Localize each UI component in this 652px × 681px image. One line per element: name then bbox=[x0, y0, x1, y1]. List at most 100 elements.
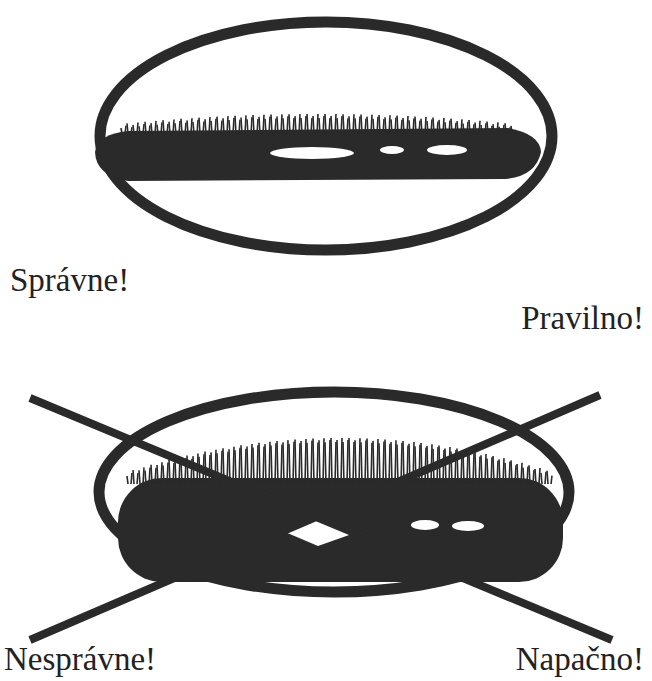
bristle bbox=[449, 120, 450, 134]
bristle bbox=[251, 117, 252, 134]
bristle bbox=[283, 442, 284, 484]
bristle bbox=[377, 439, 378, 484]
bristle bbox=[253, 115, 254, 134]
bristle bbox=[179, 121, 180, 134]
bristle bbox=[281, 114, 282, 134]
highlight bbox=[411, 520, 439, 530]
bristle bbox=[143, 467, 144, 484]
bristle bbox=[125, 126, 126, 134]
bristle bbox=[217, 117, 218, 134]
bristle bbox=[319, 440, 320, 484]
bristle bbox=[325, 442, 326, 484]
bristle bbox=[241, 118, 242, 134]
bristle bbox=[265, 444, 266, 484]
bristle bbox=[169, 460, 170, 484]
bristle bbox=[191, 118, 192, 134]
bristle bbox=[269, 442, 270, 484]
bristle bbox=[401, 120, 402, 134]
bristle bbox=[139, 470, 140, 484]
bristle bbox=[433, 118, 434, 134]
bristle bbox=[301, 118, 302, 134]
bristle bbox=[281, 445, 282, 484]
bristle bbox=[131, 473, 132, 484]
bristle bbox=[245, 449, 246, 484]
bristle bbox=[283, 118, 284, 134]
bristle bbox=[149, 125, 150, 134]
bristle bbox=[365, 119, 366, 134]
bristle bbox=[253, 448, 254, 484]
bristle bbox=[329, 440, 330, 484]
bristle bbox=[167, 124, 168, 134]
bristle bbox=[323, 438, 324, 484]
slovak-label: Nesprávne! bbox=[4, 641, 156, 677]
bristle bbox=[385, 440, 386, 484]
bristle bbox=[421, 443, 422, 484]
bristle bbox=[259, 443, 260, 484]
bristle bbox=[551, 476, 552, 484]
bristle bbox=[425, 117, 426, 134]
bristle bbox=[439, 120, 440, 134]
bristle bbox=[151, 465, 152, 484]
bristle bbox=[277, 441, 278, 484]
bristle bbox=[403, 118, 404, 134]
bristle bbox=[265, 119, 266, 134]
bristle bbox=[337, 440, 338, 484]
slovenian-label: Napačno! bbox=[516, 641, 644, 677]
bristle bbox=[505, 463, 506, 484]
bristle bbox=[371, 443, 372, 484]
bristle bbox=[221, 120, 222, 134]
bristle bbox=[353, 442, 354, 484]
bristle bbox=[127, 123, 128, 134]
bristle bbox=[509, 127, 510, 134]
bristle bbox=[137, 123, 138, 134]
bristle bbox=[371, 115, 372, 134]
bristle bbox=[353, 114, 354, 134]
bristle bbox=[121, 128, 122, 134]
bristle bbox=[481, 125, 482, 134]
bristle bbox=[299, 114, 300, 134]
bristle bbox=[475, 452, 476, 484]
bristle bbox=[317, 442, 318, 484]
bristle bbox=[355, 118, 356, 134]
bristle bbox=[499, 459, 500, 484]
bristle bbox=[293, 118, 294, 134]
bristle bbox=[413, 118, 414, 134]
bristle bbox=[143, 124, 144, 134]
bristle bbox=[421, 119, 422, 134]
bristle bbox=[163, 465, 164, 484]
bristle bbox=[289, 114, 290, 134]
bristle bbox=[229, 120, 230, 134]
bristle bbox=[317, 114, 318, 134]
bristle bbox=[473, 124, 474, 134]
bristle bbox=[517, 464, 518, 484]
bristle bbox=[145, 470, 146, 484]
bristle bbox=[379, 115, 380, 134]
bristle bbox=[331, 438, 332, 484]
bristle bbox=[211, 121, 212, 134]
bristle bbox=[239, 448, 240, 484]
bristle bbox=[307, 443, 308, 484]
bristle bbox=[325, 114, 326, 134]
bristle bbox=[313, 439, 314, 484]
highlight bbox=[452, 521, 484, 531]
bristle bbox=[367, 439, 368, 484]
bristle bbox=[319, 118, 320, 134]
highlight bbox=[270, 147, 354, 159]
bristle bbox=[449, 447, 450, 484]
bristle bbox=[155, 121, 156, 134]
bristle bbox=[157, 125, 158, 134]
bristle bbox=[487, 122, 488, 134]
bristle bbox=[469, 455, 470, 484]
bristle bbox=[437, 122, 438, 134]
bristle bbox=[493, 124, 494, 134]
bristle bbox=[161, 122, 162, 134]
brush-base bbox=[95, 128, 541, 181]
bristle bbox=[487, 459, 488, 484]
bristle bbox=[457, 121, 458, 134]
bristle bbox=[395, 440, 396, 484]
bristle bbox=[361, 442, 362, 484]
bristle bbox=[287, 116, 288, 134]
bristle bbox=[247, 119, 248, 134]
bristle bbox=[169, 122, 170, 134]
